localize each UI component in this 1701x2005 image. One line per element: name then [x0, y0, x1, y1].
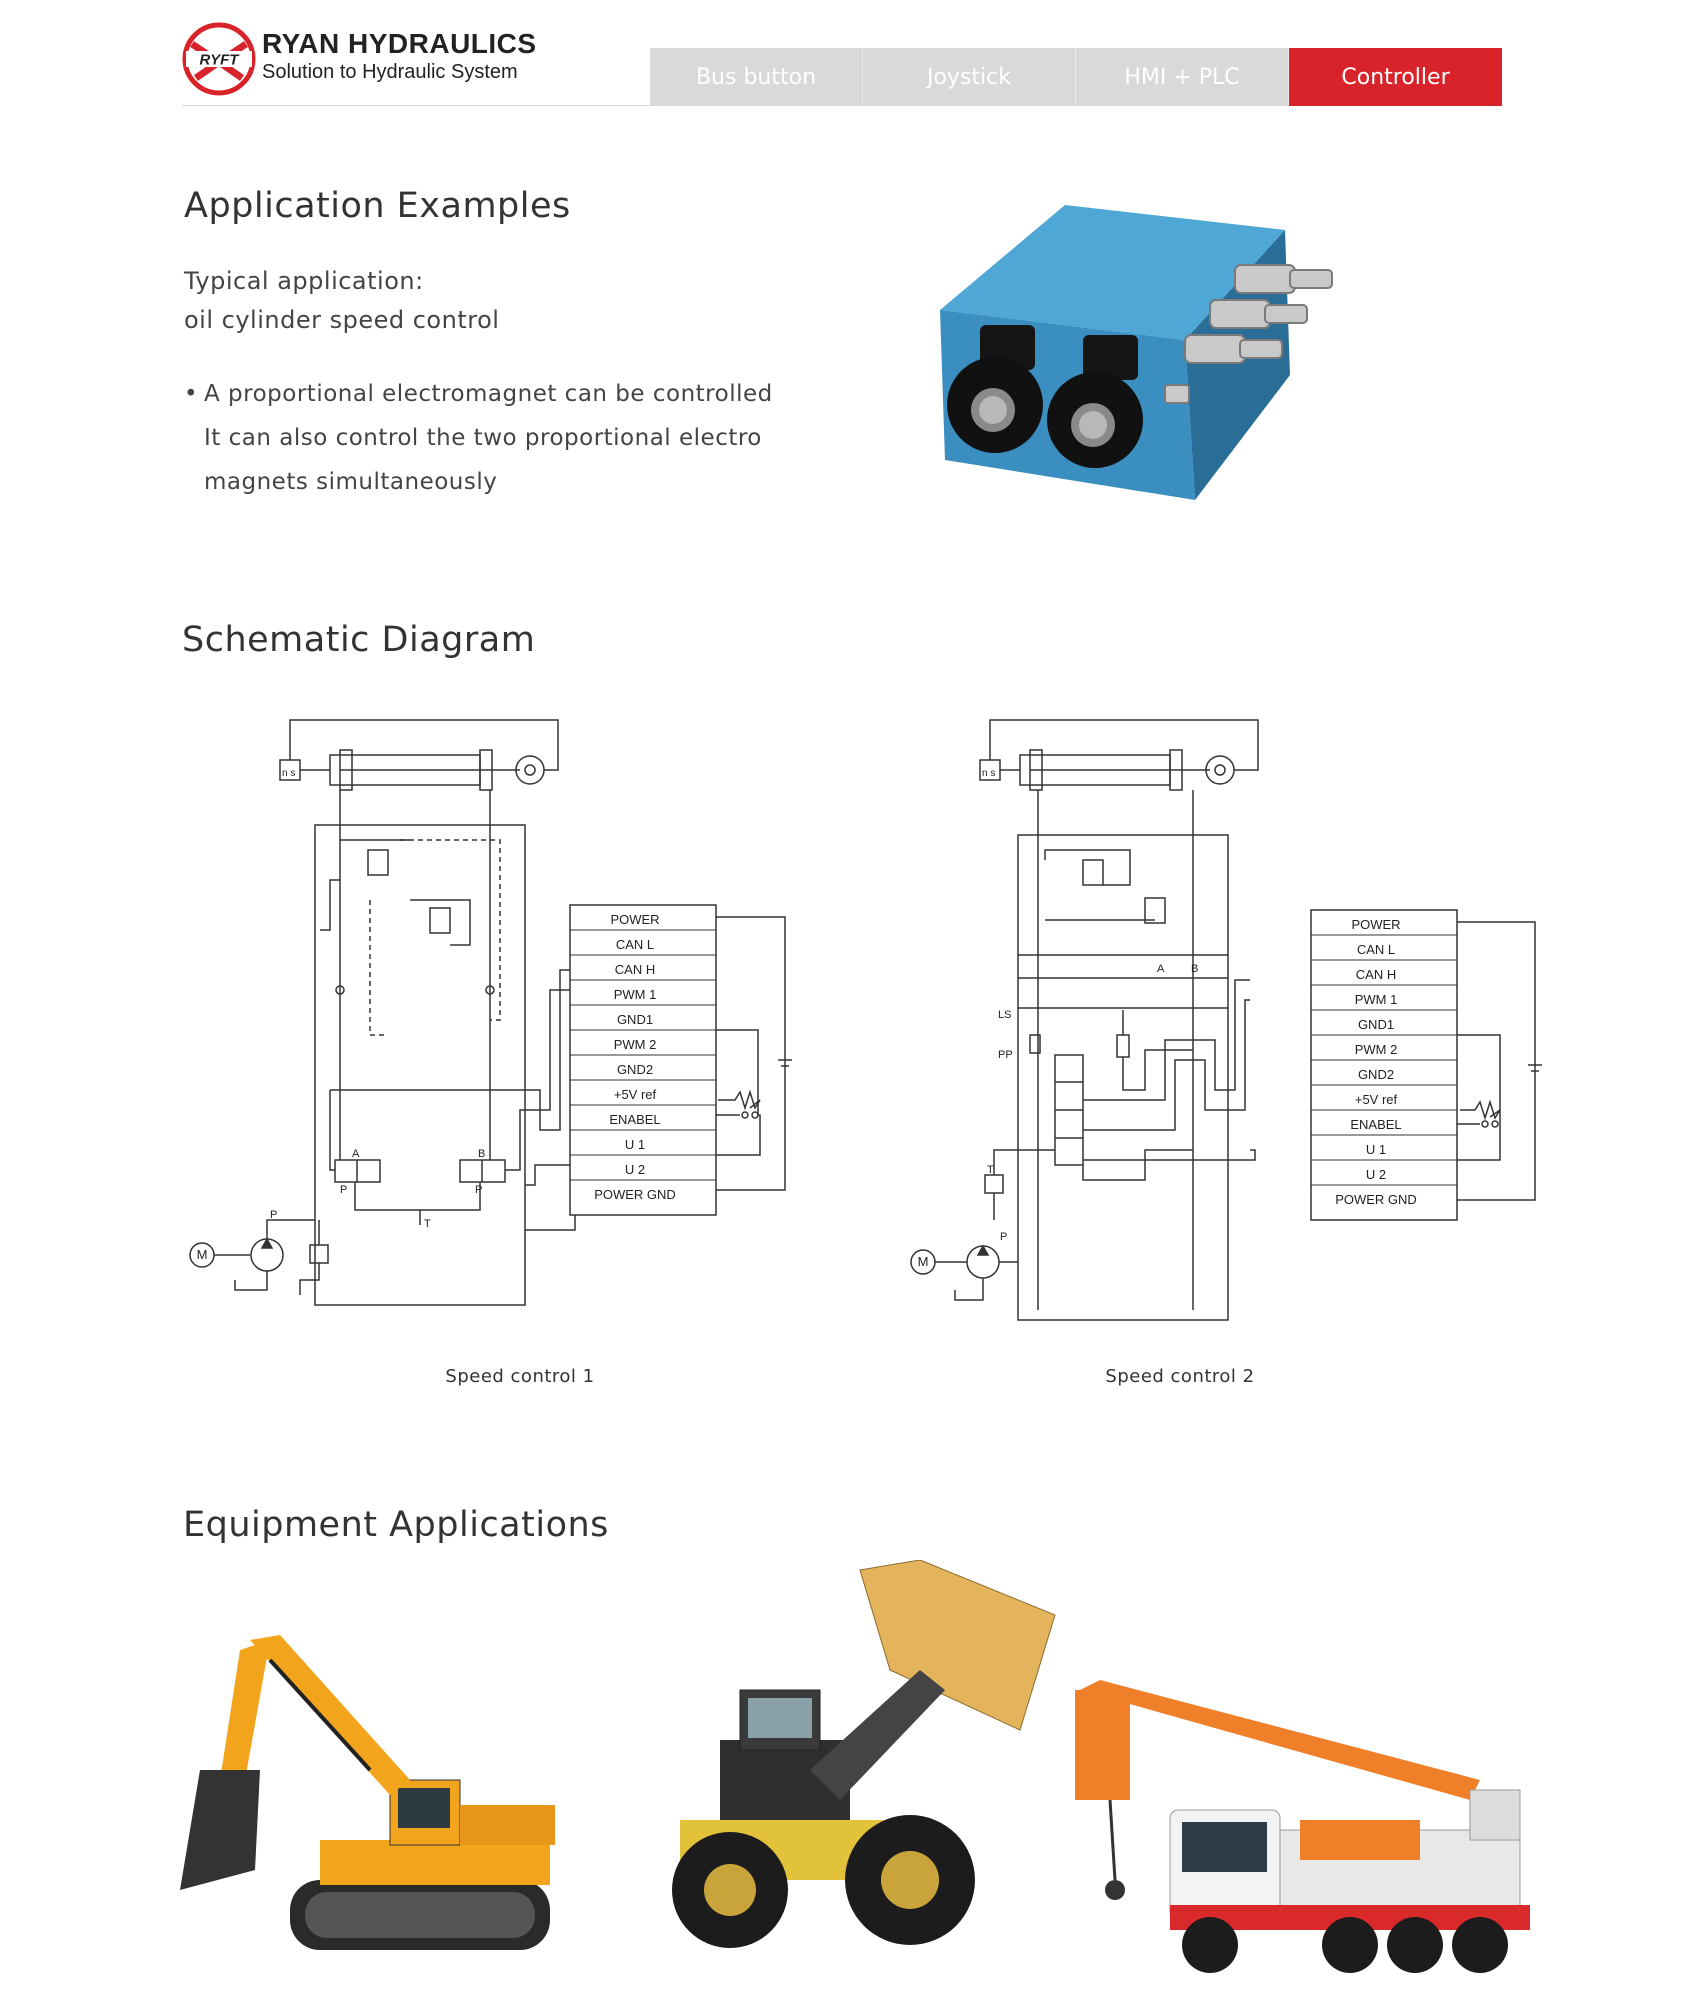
terminal-label: GND1 [1358, 1017, 1394, 1032]
terminal-label: GND1 [617, 1012, 653, 1027]
brand-tagline: Solution to Hydraulic System [262, 61, 518, 83]
terminal-label: PWM 1 [614, 987, 657, 1002]
terminal-strip-1: POWER CAN L CAN H PWM 1 GND1 PWM 2 GND2 … [569, 904, 717, 1216]
application-bullets: A proportional electromagnet can be cont… [184, 372, 773, 504]
port-label: B [1191, 963, 1198, 975]
terminal-label: PWM 2 [1355, 1042, 1398, 1057]
port-label: A [1157, 963, 1165, 975]
terminal-label: POWER [1351, 917, 1400, 932]
terminal-label: POWER [610, 912, 659, 927]
ryft-logo-icon[interactable]: RYFT [182, 22, 256, 96]
bullet-line-1: A proportional electromagnet can be cont… [184, 372, 773, 416]
application-title: Application Examples [184, 186, 571, 226]
terminal-label: POWER GND [594, 1187, 676, 1202]
terminal-label: U 2 [1366, 1167, 1386, 1182]
site-header: RYFT RYAN HYDRAULICS Solution to Hydraul… [182, 22, 1502, 106]
tab-joystick[interactable]: Joystick [863, 48, 1076, 106]
terminal-label: GND2 [1358, 1067, 1394, 1082]
bullet-line-3: magnets simultaneously [204, 469, 498, 495]
schematic-speed-control-1: POWER CAN L CAN H PWM 1 GND1 PWM 2 GND2 … [189, 719, 792, 1306]
sensor-label: n s [282, 768, 295, 779]
terminal-label: +5V ref [1355, 1092, 1398, 1107]
terminal-label: U 1 [1366, 1142, 1386, 1157]
caption-speed-control-1: Speed control 1 [445, 1366, 595, 1387]
caption-speed-control-2: Speed control 2 [1105, 1366, 1255, 1387]
sensor-label: n s [982, 768, 995, 779]
port-label: LS [998, 1009, 1011, 1021]
typical-line-1: Typical application: [184, 267, 424, 295]
terminal-label: POWER GND [1335, 1192, 1417, 1207]
terminal-label: U 1 [625, 1137, 645, 1152]
equipment-title: Equipment Applications [183, 1505, 609, 1545]
port-label: P [270, 1209, 277, 1221]
port-label: P [475, 1184, 482, 1196]
typical-application: Typical application: oil cylinder speed … [184, 262, 499, 340]
truck-crane-image [1075, 1680, 1530, 1973]
terminal-label: PWM 1 [1355, 992, 1398, 1007]
excavator-image [180, 1635, 555, 1950]
nav-tabs: Bus button Joystick HMI + PLC Controller [650, 48, 1502, 106]
bullet-line-2: It can also control the two proportional… [204, 425, 762, 451]
terminal-label: PWM 2 [614, 1037, 657, 1052]
schematic-speed-control-2: POWER CAN L CAN H PWM 1 GND1 PWM 2 GND2 … [910, 719, 1542, 1321]
port-label: P [1000, 1231, 1007, 1243]
tab-controller[interactable]: Controller [1289, 48, 1502, 106]
motor-label: M [918, 1254, 929, 1269]
terminal-label: CAN L [616, 937, 654, 952]
port-label: T [424, 1218, 431, 1230]
port-label: A [352, 1148, 360, 1160]
terminal-label: CAN H [1356, 967, 1396, 982]
terminal-strip-2: POWER CAN L CAN H PWM 1 GND1 PWM 2 GND2 … [1310, 909, 1458, 1221]
wheel-loader-image [672, 1560, 1056, 1948]
terminal-label: CAN H [615, 962, 655, 977]
typical-line-2: oil cylinder speed control [184, 306, 500, 334]
brand-name: RYAN HYDRAULICS [262, 28, 537, 59]
brand: RYAN HYDRAULICS Solution to Hydraulic Sy… [262, 28, 537, 84]
valve-block-image [940, 205, 1333, 500]
motor-label: M [197, 1247, 208, 1262]
tab-hmi-plc[interactable]: HMI + PLC [1076, 48, 1289, 106]
port-label: P [340, 1184, 347, 1196]
schematic-title: Schematic Diagram [182, 620, 536, 660]
logo-text: RYFT [200, 52, 241, 69]
terminal-label: +5V ref [614, 1087, 657, 1102]
terminal-label: ENABEL [609, 1112, 660, 1127]
tab-bus-button[interactable]: Bus button [650, 48, 863, 106]
terminal-label: CAN L [1357, 942, 1395, 957]
terminal-label: GND2 [617, 1062, 653, 1077]
terminal-label: U 2 [625, 1162, 645, 1177]
port-label: T [987, 1164, 994, 1176]
port-label: PP [998, 1049, 1013, 1061]
terminal-label: ENABEL [1350, 1117, 1401, 1132]
port-label: B [478, 1148, 485, 1160]
